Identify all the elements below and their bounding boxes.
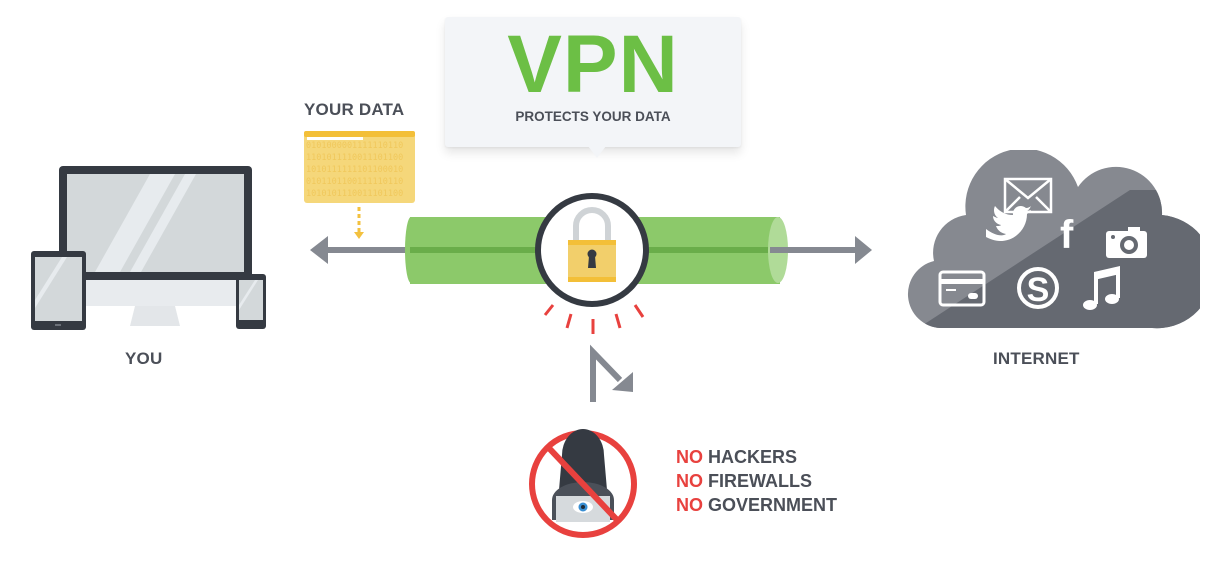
- no-prefix: NO: [676, 495, 703, 515]
- skype-icon: S: [1017, 267, 1059, 309]
- padlock-icon: [568, 207, 616, 282]
- binary-row: 1010111111101100010: [306, 165, 403, 175]
- data-folder-icon: 0101000001111110110 1101011110011101100 10…: [304, 131, 415, 203]
- alert-rays: [543, 304, 645, 334]
- blocked-item-label: GOVERNMENT: [708, 495, 838, 515]
- binary-row: 0101101100111110110: [306, 177, 403, 187]
- vpn-subtitle: PROTECTS YOUR DATA: [515, 109, 671, 124]
- facebook-icon: f: [1060, 213, 1074, 257]
- devices-icon: [31, 166, 266, 330]
- twitter-icon: [986, 205, 1031, 241]
- your-data-label: YOUR DATA: [304, 100, 405, 119]
- blocked-item-label: FIREWALLS: [708, 471, 813, 491]
- monitor-chin: [59, 280, 252, 306]
- camera-icon: [1106, 227, 1147, 258]
- you-label: YOU: [125, 349, 163, 368]
- internet-label: INTERNET: [993, 349, 1080, 368]
- svg-text:S: S: [1027, 271, 1050, 309]
- blocked-item-label: HACKERS: [708, 447, 798, 467]
- credit-card-icon: [938, 270, 986, 307]
- binary-row: 0101000001111110110: [306, 141, 403, 151]
- left-arrow-head: [310, 236, 328, 264]
- no-prefix: NO: [676, 447, 703, 467]
- blocked-item-hackers: NO HACKERS: [676, 445, 837, 469]
- no-prefix: NO: [676, 471, 703, 491]
- blocked-item-firewalls: NO FIREWALLS: [676, 469, 837, 493]
- mail-icon: [1003, 177, 1053, 214]
- binary-row: 1010101110011101100: [306, 189, 403, 199]
- screen-glare: [95, 174, 175, 272]
- music-note-icon: [1083, 266, 1120, 310]
- vpn-callout-bubble: [445, 17, 741, 147]
- monitor-stand: [130, 306, 180, 326]
- vpn-title: VPN: [507, 19, 679, 110]
- blocked-item-government: NO GOVERNMENT: [676, 493, 837, 517]
- dashed-arrow-head: [354, 232, 364, 239]
- right-arrow-head: [855, 236, 872, 264]
- binary-row: 1101011110011101100: [306, 153, 403, 163]
- blocked-list: NO HACKERS NO FIREWALLS NO GOVERNMENT: [676, 445, 837, 517]
- callout-tail: [588, 146, 606, 158]
- internet-cloud-icon: f S: [907, 150, 1200, 329]
- deflect-arrow-head: [612, 372, 633, 392]
- deflect-arrow: [590, 344, 623, 402]
- no-hacker-icon: [529, 429, 637, 538]
